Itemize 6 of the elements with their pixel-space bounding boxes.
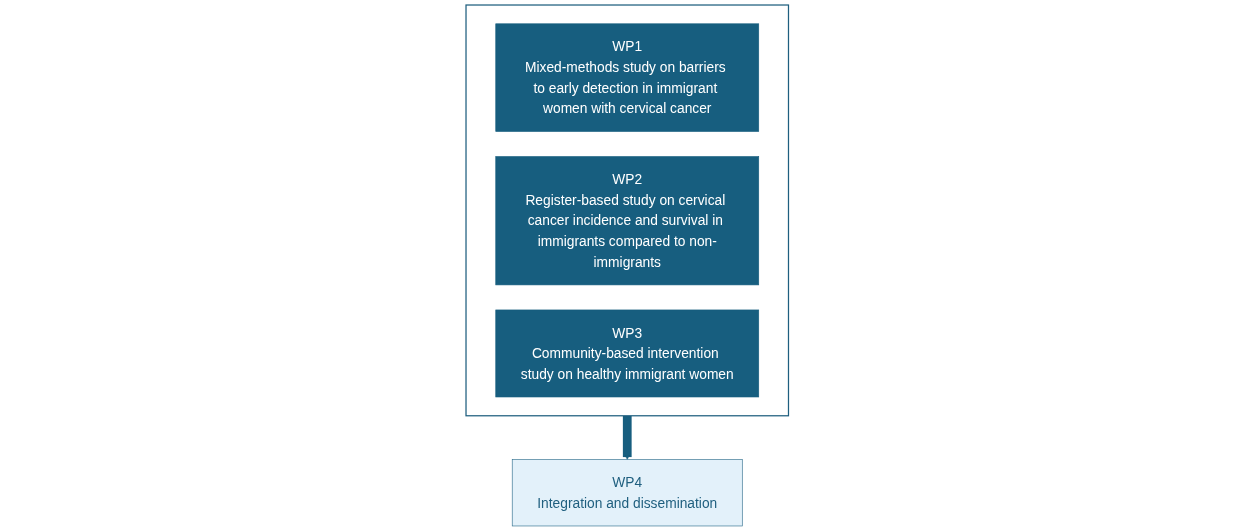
arrow <box>623 415 632 460</box>
node-box: WP3 Community-based intervention study on healthy immigrant women <box>495 309 760 398</box>
node-box: WP4 Integration and dissemination <box>512 459 743 527</box>
cluster <box>465 4 790 417</box>
node-box: WP2 Register-based study on cervical cancer incidence and survival in immigrants compared to non-immigrants <box>495 156 760 286</box>
node-box: WP1 Mixed-methods study on barriers to early detection in immigrant women with cervical cancer <box>495 23 760 132</box>
